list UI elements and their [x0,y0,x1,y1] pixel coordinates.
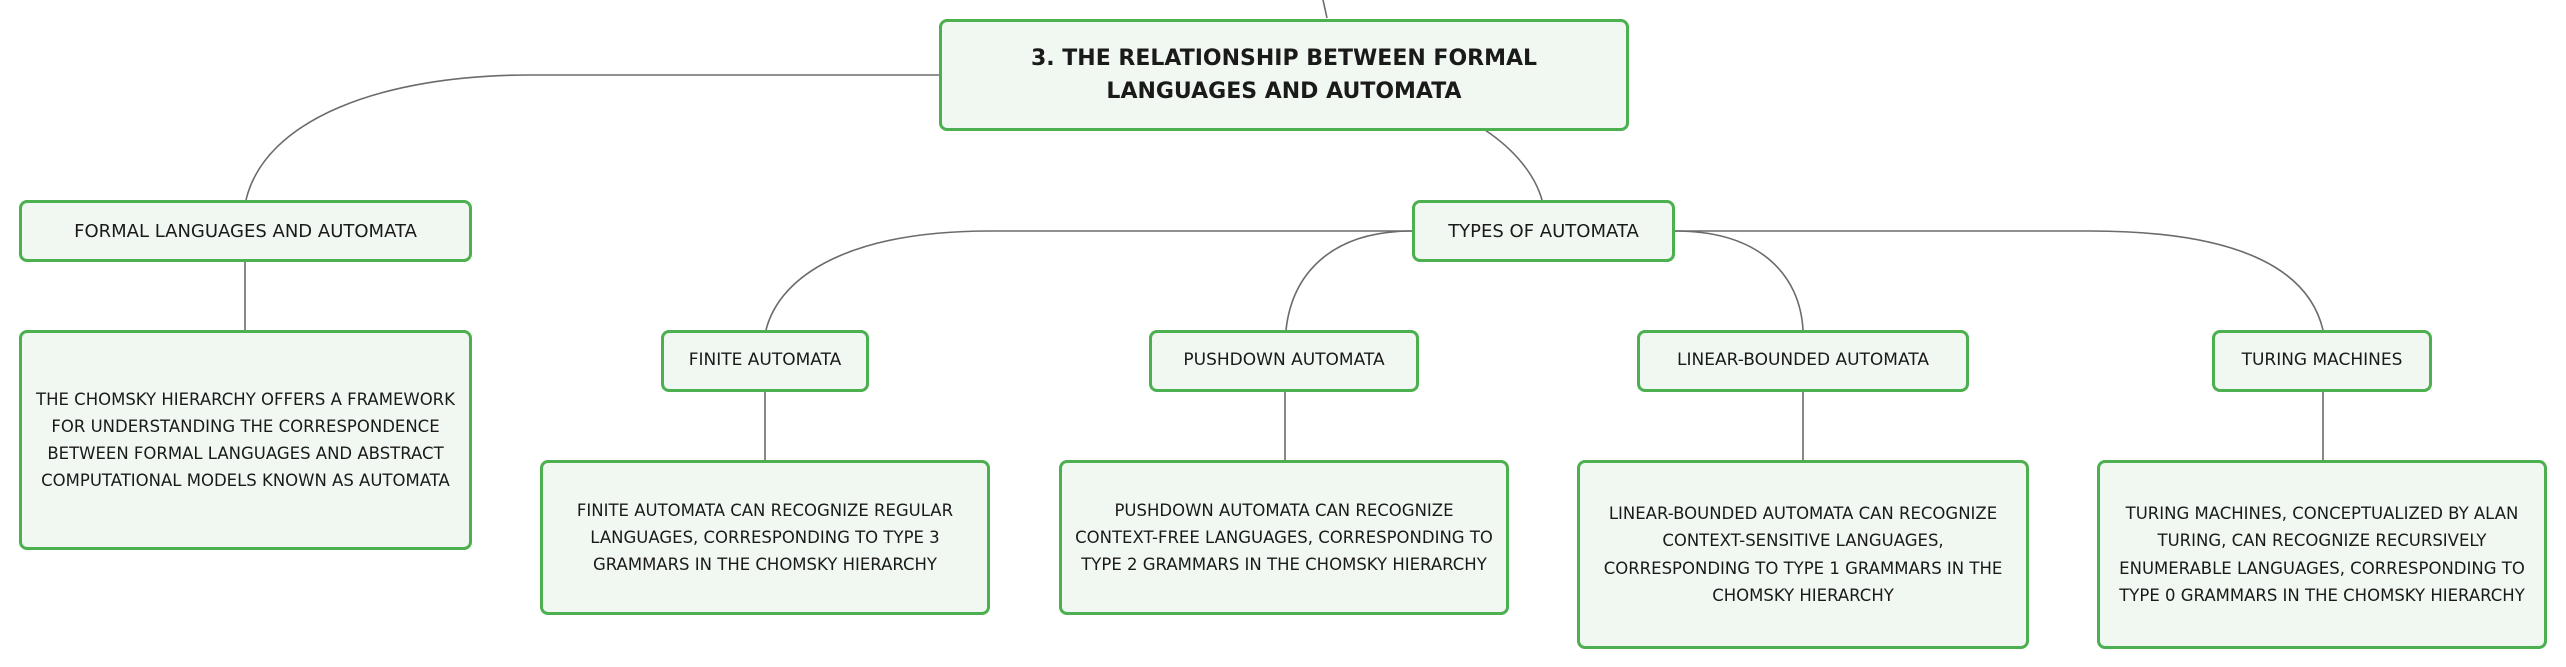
subtopic-turing-machines-title: TURING MACHINES [2241,350,2403,371]
connector-types-to-linear-bounded [1674,230,1804,331]
root-topic[interactable]: 3. THE RELATIONSHIP BETWEEN FORMAL LANGU… [939,19,1629,131]
connector-root-to-formal-languages [245,74,942,201]
detail-linear-bounded-automata-text: LINEAR-BOUNDED AUTOMATA CAN RECOGNIZE CO… [1603,504,2003,605]
subtopic-finite-automata[interactable]: FINITE AUTOMATA [661,330,869,392]
connector-types-to-finite [765,230,1412,331]
subtopic-finite-automata-title: FINITE AUTOMATA [688,350,842,371]
root-topic-title: 3. THE RELATIONSHIP BETWEEN FORMAL LANGU… [1030,46,1538,104]
subtopic-turing-machines[interactable]: TURING MACHINES [2212,330,2432,392]
detail-turing-machines[interactable]: TURING MACHINES, CONCEPTUALIZED BY ALAN … [2097,460,2547,649]
subtopic-linear-bounded-automata-title: LINEAR-BOUNDED AUTOMATA [1677,350,1929,371]
subtopic-pushdown-automata[interactable]: PUSHDOWN AUTOMATA [1149,330,1419,392]
detail-chomsky-hierarchy-text: THE CHOMSKY HIERARCHY OFFERS A FRAMEWORK… [36,389,455,491]
topic-formal-languages-title: FORMAL LANGUAGES AND AUTOMATA [74,220,417,242]
detail-finite-automata[interactable]: FINITE AUTOMATA CAN RECOGNIZE REGULAR LA… [540,460,990,615]
topic-formal-languages-and-automata[interactable]: FORMAL LANGUAGES AND AUTOMATA [19,200,472,262]
detail-pushdown-automata[interactable]: PUSHDOWN AUTOMATA CAN RECOGNIZE CONTEXT-… [1059,460,1509,615]
connector-types-to-pushdown [1285,230,1413,331]
detail-chomsky-hierarchy[interactable]: THE CHOMSKY HIERARCHY OFFERS A FRAMEWORK… [19,330,472,550]
detail-pushdown-automata-text: PUSHDOWN AUTOMATA CAN RECOGNIZE CONTEXT-… [1075,500,1493,575]
detail-turing-machines-text: TURING MACHINES, CONCEPTUALIZED BY ALAN … [2119,504,2525,605]
connector-root-to-types [1484,129,1543,201]
detail-finite-automata-text: FINITE AUTOMATA CAN RECOGNIZE REGULAR LA… [576,500,954,575]
connector-types-to-turing [1675,230,2324,331]
topic-types-of-automata[interactable]: TYPES OF AUTOMATA [1412,200,1675,262]
detail-linear-bounded-automata[interactable]: LINEAR-BOUNDED AUTOMATA CAN RECOGNIZE CO… [1577,460,2029,649]
subtopic-linear-bounded-automata[interactable]: LINEAR-BOUNDED AUTOMATA [1637,330,1969,392]
subtopic-pushdown-automata-title: PUSHDOWN AUTOMATA [1183,350,1385,371]
connector-incoming-root [1322,0,1328,19]
topic-types-of-automata-title: TYPES OF AUTOMATA [1448,220,1639,242]
